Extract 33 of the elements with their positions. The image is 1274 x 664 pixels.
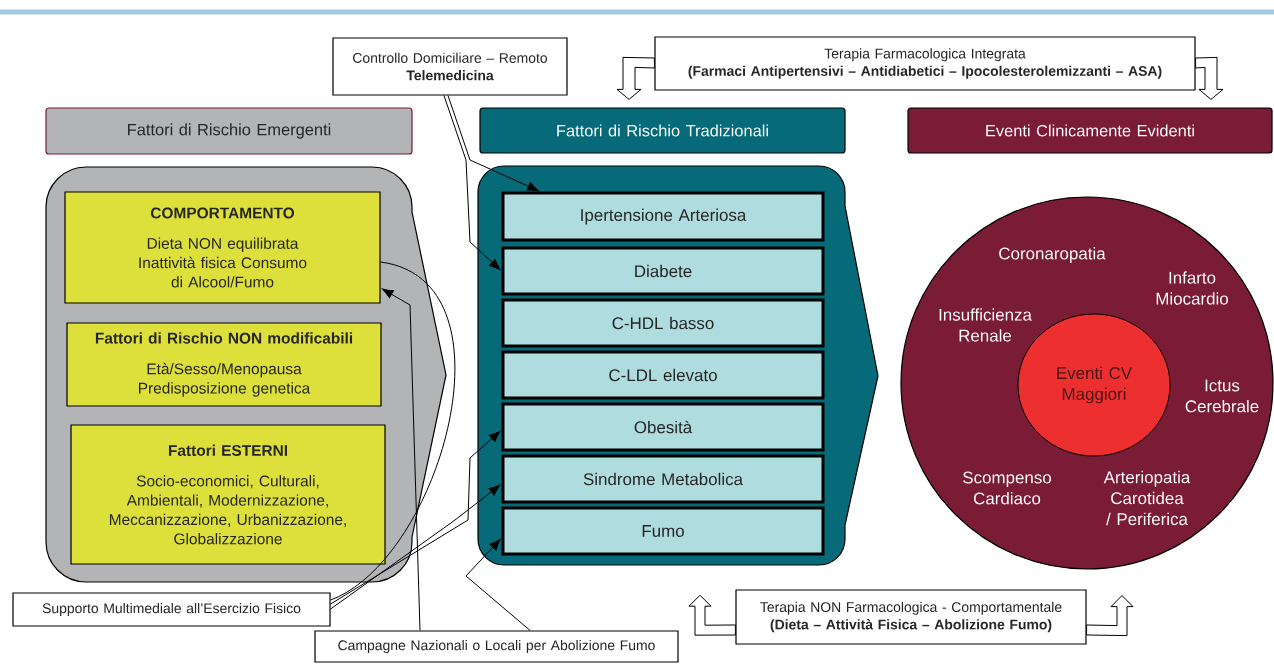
block-arrow bbox=[1086, 595, 1134, 637]
callout-box: Terapia NON Farmacologica - Comportamentale (Dieta – Attività Fisica – Abolizione Fumo) bbox=[735, 589, 1087, 645]
risk-factor-box: Diabete bbox=[501, 246, 825, 296]
event-label: Arteriopatia Carotidea / Periferica bbox=[1103, 470, 1191, 526]
event-label: Infarto Miocardio bbox=[1156, 271, 1228, 305]
risk-factor-box: Obesità bbox=[501, 402, 825, 452]
callout-box: Campagne Nazionali o Locali per Abolizione Fumo bbox=[314, 630, 679, 663]
arrow bbox=[443, 95, 501, 271]
arrow bbox=[330, 484, 501, 610]
factor-box: COMPORTAMENTO Dieta NON equilibrata Inattività fisica Consumo di Alcool/Fumo bbox=[64, 191, 381, 304]
callout-box: Controllo Domiciliare – Remoto Telemedicina bbox=[332, 37, 568, 96]
event-label: Ictus Cerebrale bbox=[1185, 379, 1259, 413]
factor-box: Fattori ESTERNI Socio-economici, Culturali, Ambientali, Modernizzazione, Meccanizzazione, Urbanizzazione, Globalizzazione bbox=[70, 424, 386, 565]
header-box: Fattori di Rischio Emergenti bbox=[45, 107, 413, 155]
factor-box: Fattori di Rischio NON modificabili Età/Sesso/Menopausa Predisposizione genetica bbox=[66, 322, 382, 407]
callout-box: Supporto Multimediale all’Esercizio Fisico bbox=[12, 592, 331, 627]
risk-factor-box: Fumo bbox=[501, 506, 825, 556]
block-arrow bbox=[616, 56, 655, 100]
risk-factor-box: C-LDL elevato bbox=[501, 350, 825, 400]
risk-factor-box: C-HDL basso bbox=[501, 298, 825, 348]
risk-factor-box: Sindrome Metabolica bbox=[501, 454, 825, 504]
arrow bbox=[447, 95, 539, 192]
event-label: Scompenso Cardiaco bbox=[963, 471, 1051, 505]
event-label: Coronaropatia bbox=[999, 247, 1106, 263]
header-box: Eventi Clinicamente Evidenti bbox=[907, 107, 1273, 154]
risk-factor-box: Ipertensione Arteriosa bbox=[501, 191, 825, 242]
arrow bbox=[465, 538, 531, 631]
callout-box: Terapia Farmacologica Integrata (Farmaci Antipertensivi – Antidiabetici – Ipocolesterolemizzanti – ASA) bbox=[654, 36, 1196, 91]
arrow bbox=[330, 430, 501, 605]
arrow bbox=[381, 288, 421, 631]
header-box: Fattori di Rischio Tradizionali bbox=[479, 107, 846, 154]
block-arrow bbox=[1195, 56, 1224, 100]
block-arrow bbox=[688, 594, 736, 636]
